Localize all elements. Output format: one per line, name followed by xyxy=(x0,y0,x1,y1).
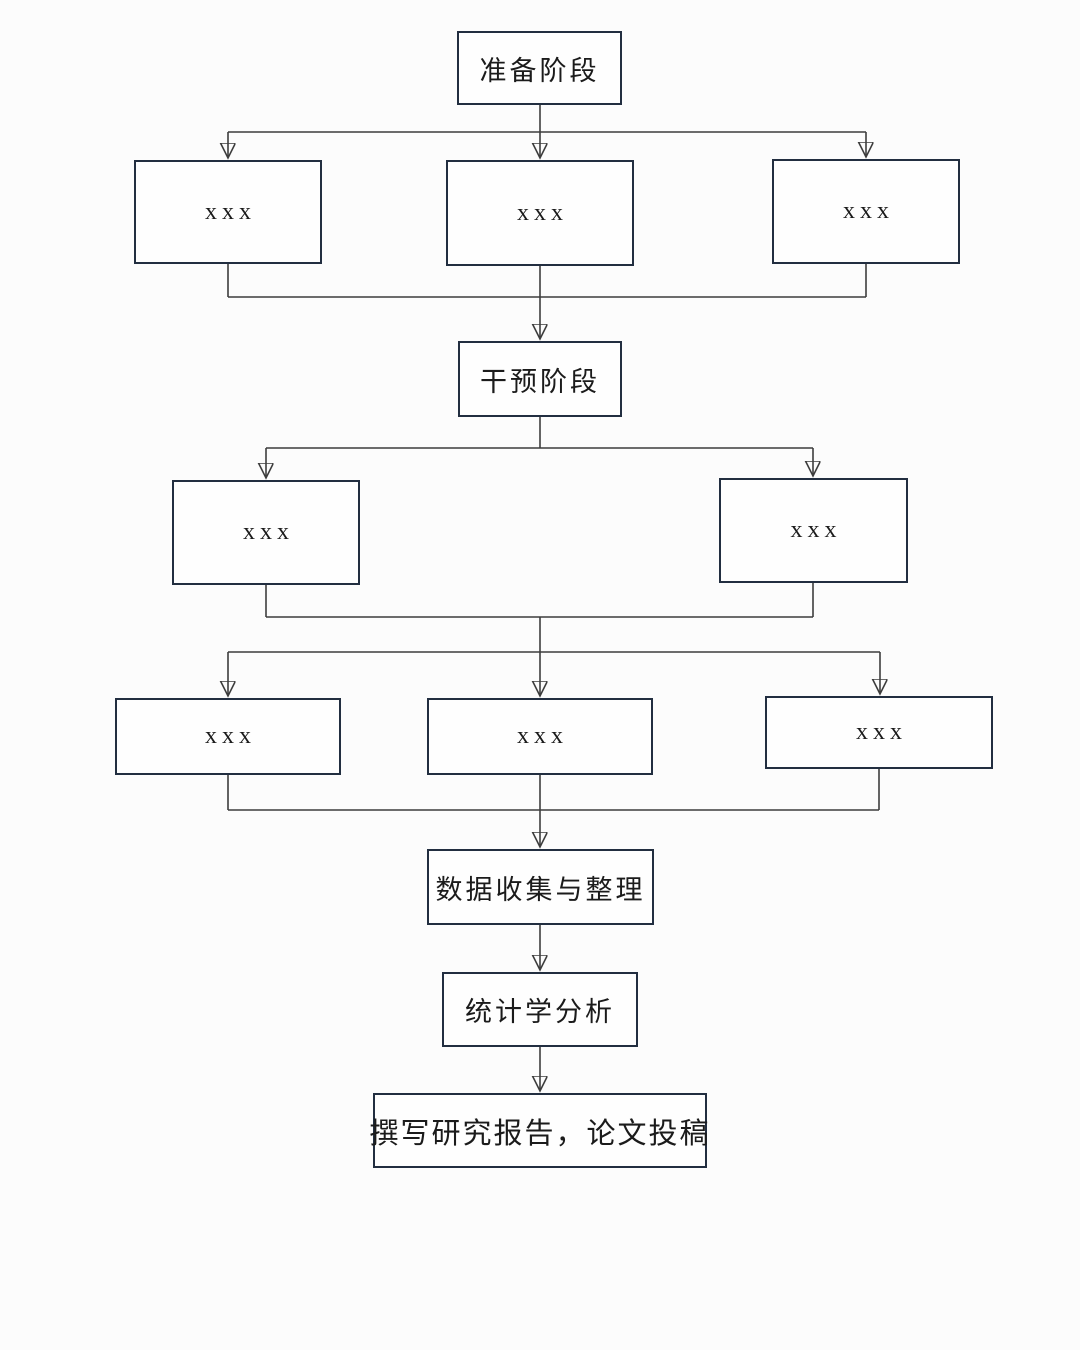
node-intervention-group-2: xxx xyxy=(719,478,908,583)
node-preparation-item-2: xxx xyxy=(446,160,634,266)
node-outcome-item-2: xxx xyxy=(427,698,653,775)
node-preparation-item-3: xxx xyxy=(772,159,960,264)
node-data-collection: 数据收集与整理 xyxy=(427,849,654,925)
node-outcome-item-1: xxx xyxy=(115,698,341,775)
node-preparation-item-1: xxx xyxy=(134,160,322,264)
node-intervention-stage: 干预阶段 xyxy=(458,341,622,417)
node-report-submission: 撰写研究报告，论文投稿 xyxy=(370,1093,709,1168)
node-statistical-analysis: 统计学分析 xyxy=(442,972,638,1047)
node-intervention-group-1: xxx xyxy=(172,480,360,585)
node-preparation-stage: 准备阶段 xyxy=(457,31,622,105)
node-outcome-item-3: xxx xyxy=(765,696,993,769)
